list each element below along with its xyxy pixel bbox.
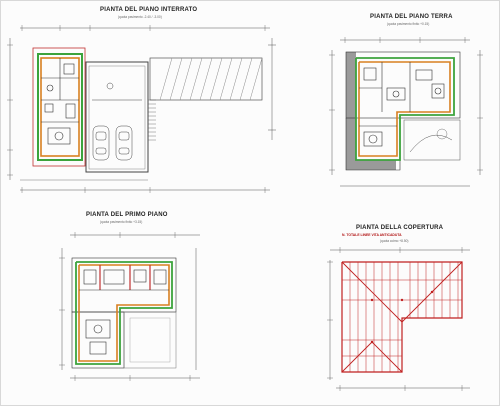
plan-note-copertura: N. TOTALE LINEE VITA ANTICADUTA bbox=[342, 233, 402, 237]
plan-subtitle-primo: (quota pavimento finito +3.15) bbox=[100, 220, 143, 224]
plan-subtitle-interrato: (quota pavimento -2.40 / -3.00) bbox=[118, 15, 162, 19]
plan-subtitle-terra: (quota pavimento finito +0.15) bbox=[387, 22, 430, 26]
plan-title-interrato: PIANTA DEL PIANO INTERRATO bbox=[100, 7, 198, 13]
plan-title-copertura: PIANTA DELLA COPERTURA bbox=[356, 225, 444, 231]
plan-title-primo: PIANTA DEL PRIMO PIANO bbox=[86, 212, 168, 218]
plan-title-terra: PIANTA DEL PIANO TERRA bbox=[370, 14, 453, 20]
plan-subtitle-copertura: (quota colmo +8.50) bbox=[380, 239, 409, 243]
